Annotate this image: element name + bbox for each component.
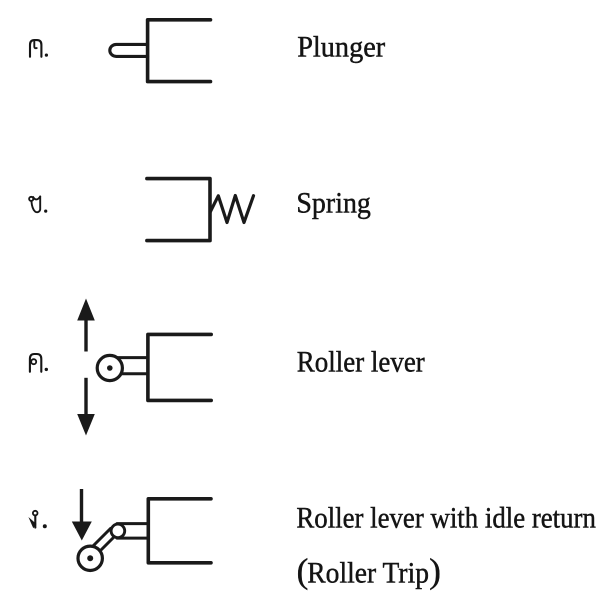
svg-text:Roller Trip: Roller Trip <box>307 557 429 590</box>
svg-text:Plunger: Plunger <box>297 30 385 63</box>
svg-text:): ) <box>429 552 441 591</box>
svg-text:Spring: Spring <box>296 186 371 219</box>
svg-text:Roller lever with idle return: Roller lever with idle return <box>296 501 596 534</box>
svg-text:(: ( <box>297 552 309 591</box>
svg-text:Roller lever: Roller lever <box>297 345 425 378</box>
